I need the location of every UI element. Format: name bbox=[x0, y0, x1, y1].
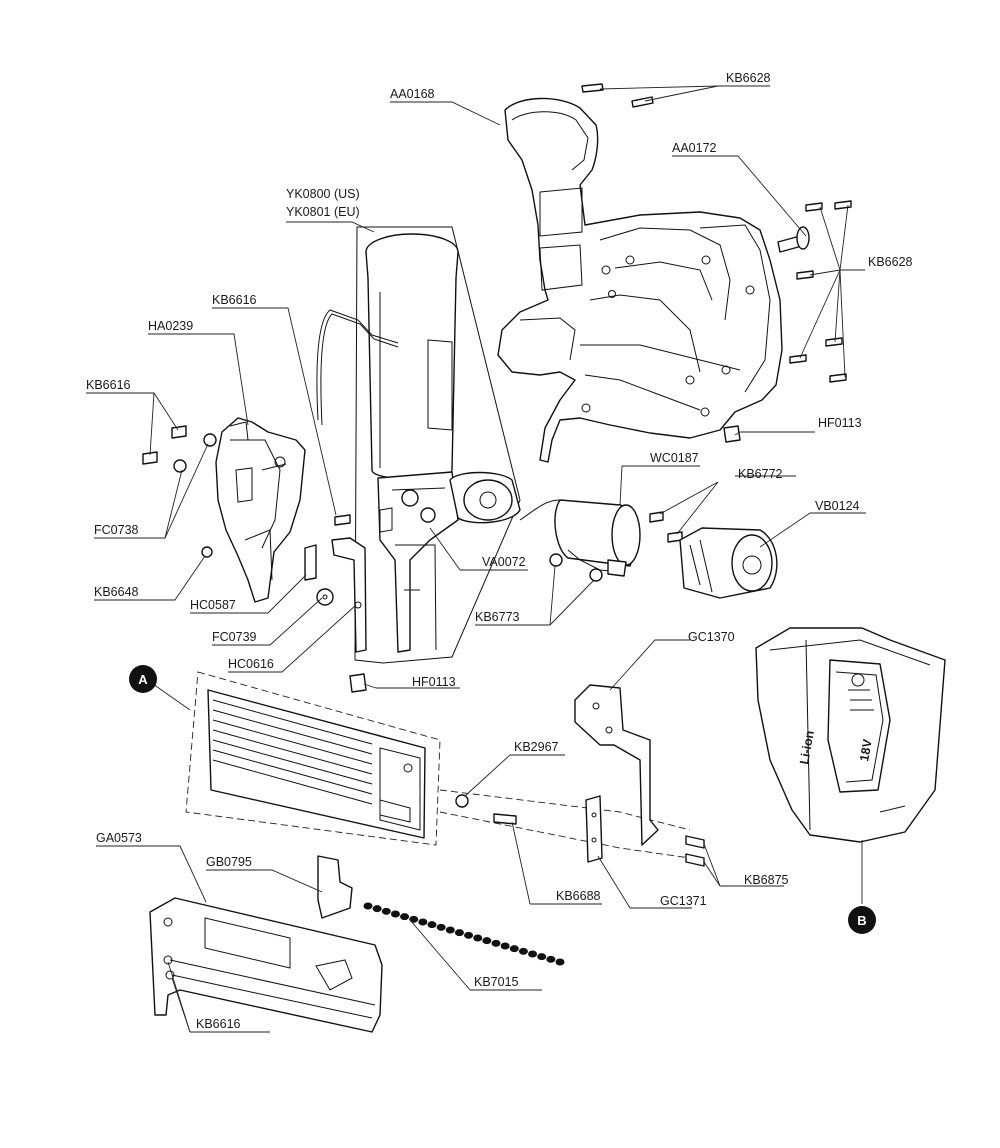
leader-lines bbox=[86, 85, 866, 1033]
label-gb0795: GB0795 bbox=[206, 855, 252, 869]
label-kb6628-top: KB6628 bbox=[726, 71, 771, 85]
chain-bead bbox=[427, 921, 437, 929]
magazine-assembly-a bbox=[185, 671, 441, 846]
label-aa0172: AA0172 bbox=[672, 141, 717, 155]
chain-bead bbox=[528, 950, 538, 958]
chain-bead bbox=[436, 923, 446, 931]
chain-bead bbox=[400, 913, 410, 921]
callout-a-text: A bbox=[138, 672, 148, 687]
chain-bead bbox=[464, 931, 474, 939]
label-vb0124: VB0124 bbox=[815, 499, 860, 513]
chain-bead bbox=[555, 958, 565, 966]
washer-kb2967 bbox=[455, 794, 469, 808]
part-hf0113-a bbox=[723, 425, 741, 443]
screw-kb6688 bbox=[493, 813, 517, 825]
chain-bead bbox=[473, 934, 483, 942]
screws-kb6875 bbox=[685, 835, 705, 867]
chain-bead bbox=[546, 955, 556, 963]
label-aa0168: AA0168 bbox=[390, 87, 435, 101]
screw-kb6616-mid bbox=[334, 514, 351, 526]
bracket-gc1370 bbox=[574, 684, 659, 846]
label-yk0801: YK0801 (EU) bbox=[286, 205, 360, 219]
label-kb6648: KB6648 bbox=[94, 585, 139, 599]
label-kb6616-c: KB6616 bbox=[196, 1017, 241, 1031]
chain-bead bbox=[445, 926, 455, 934]
label-hf0113-a: HF0113 bbox=[818, 416, 862, 430]
label-kb7015: KB7015 bbox=[474, 975, 519, 989]
label-kb2967: KB2967 bbox=[514, 740, 559, 754]
assembly-dashed-lines bbox=[439, 789, 691, 859]
spring-hc0587 bbox=[304, 544, 317, 581]
chain-bead bbox=[500, 942, 510, 950]
label-fc0738: FC0738 bbox=[94, 523, 139, 537]
chain-bead bbox=[518, 947, 528, 955]
label-yk0800: YK0800 (US) bbox=[286, 187, 360, 201]
label-hf0113-b: HF0113 bbox=[412, 675, 456, 689]
screw-kb6628-top bbox=[581, 83, 654, 108]
chain-bead bbox=[409, 915, 419, 923]
label-kb6616-a: KB6616 bbox=[212, 293, 257, 307]
housing-shell-aa0168 bbox=[497, 97, 783, 463]
label-hc0587: HC0587 bbox=[190, 598, 236, 612]
label-gc1371: GC1371 bbox=[660, 894, 707, 908]
callout-b: B bbox=[848, 906, 876, 934]
part-gb0795 bbox=[317, 855, 353, 919]
battery-pack: 18V Li-ion bbox=[755, 627, 946, 843]
chain-bead bbox=[509, 945, 519, 953]
chain-bead bbox=[482, 937, 492, 945]
screws-kb6616-left bbox=[142, 425, 187, 465]
battery-voltage-text: 18V bbox=[857, 738, 875, 763]
latch-hc0616 bbox=[331, 537, 367, 653]
label-gc1370: GC1370 bbox=[688, 630, 735, 644]
battery-chemistry-text: Li-ion bbox=[797, 730, 817, 766]
magazine-ga0573 bbox=[149, 897, 383, 1033]
bushings-fc0738 bbox=[173, 433, 217, 473]
left-housing-ha0239 bbox=[215, 417, 306, 603]
callout-b-text: B bbox=[857, 913, 866, 928]
chain-bead bbox=[454, 929, 464, 937]
chain-bead bbox=[372, 905, 382, 913]
screw-kb6648 bbox=[201, 546, 213, 558]
chain-bead bbox=[390, 910, 400, 918]
label-kb6772: KB6772 bbox=[738, 467, 783, 481]
drive-cylinder-yk0800 bbox=[354, 226, 521, 664]
part-labels: KB6628 AA0168 AA0172 YK0800 (US) YK0801 … bbox=[86, 71, 913, 1031]
label-kb6616-b: KB6616 bbox=[86, 378, 131, 392]
wire-harness bbox=[316, 309, 399, 426]
part-va0072 bbox=[449, 471, 521, 524]
chain-bead bbox=[418, 918, 428, 926]
label-kb6688: KB6688 bbox=[556, 889, 601, 903]
label-kb6773: KB6773 bbox=[475, 610, 520, 624]
callout-a: A bbox=[129, 665, 157, 693]
label-va0072: VA0072 bbox=[482, 555, 526, 569]
chain-bead bbox=[363, 902, 373, 910]
motor-vb0124 bbox=[679, 527, 778, 599]
chain-bead bbox=[491, 939, 501, 947]
nuts-kb6773 bbox=[549, 553, 603, 582]
screws-kb6772 bbox=[649, 511, 683, 543]
plate-gc1371 bbox=[585, 795, 603, 863]
chain-bead bbox=[381, 907, 391, 915]
washer-fc0739 bbox=[316, 588, 334, 606]
motor-wc0187 bbox=[519, 499, 641, 577]
label-wc0187: WC0187 bbox=[650, 451, 699, 465]
label-ga0573: GA0573 bbox=[96, 831, 142, 845]
bead-chain-kb7015 bbox=[363, 902, 565, 966]
chain-bead bbox=[537, 953, 547, 961]
label-ha0239: HA0239 bbox=[148, 319, 193, 333]
label-fc0739: FC0739 bbox=[212, 630, 257, 644]
part-hf0113-b bbox=[349, 673, 367, 693]
pin-aa0172 bbox=[777, 226, 810, 253]
label-hc0616: HC0616 bbox=[228, 657, 274, 671]
label-kb6628-right: KB6628 bbox=[868, 255, 913, 269]
label-kb6875: KB6875 bbox=[744, 873, 789, 887]
